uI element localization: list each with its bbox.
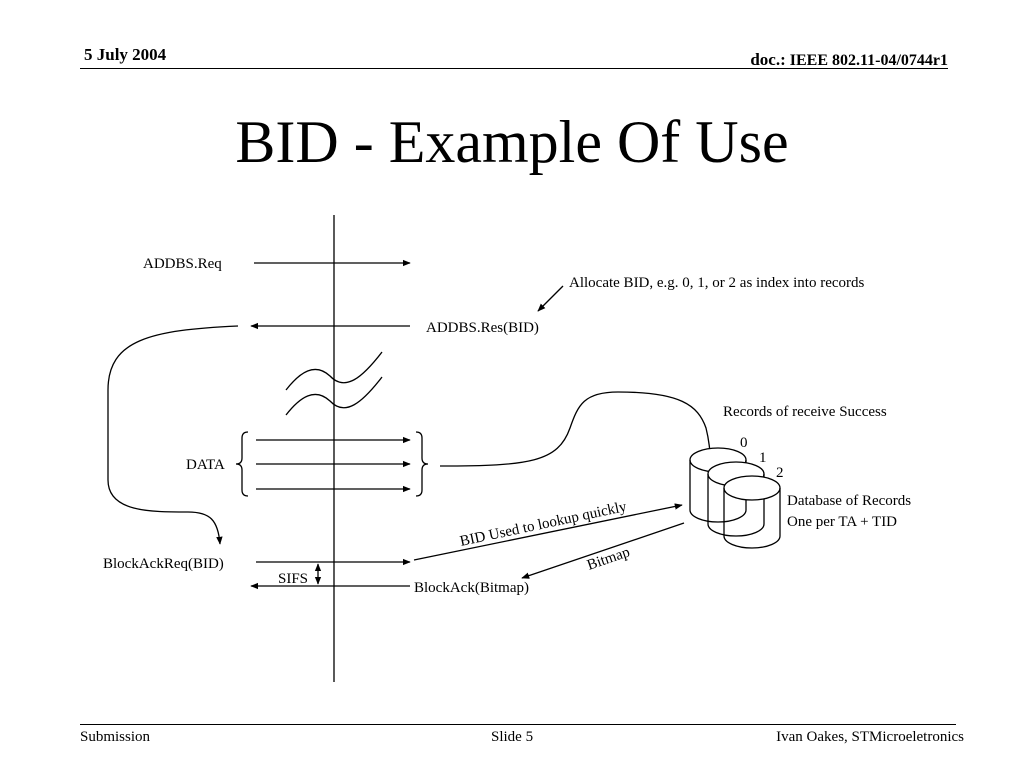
blockack-label: BlockAck(Bitmap) — [414, 580, 529, 596]
database-label-line2: One per TA + TID — [787, 514, 897, 530]
header-doc-number: IEEE 802.11-04/0744r1 — [789, 52, 948, 69]
record-index-0: 0 — [740, 435, 748, 451]
allocate-pointer-arrow — [537, 285, 564, 312]
cylinder-record-2 — [723, 475, 781, 549]
data-to-records-curve — [439, 391, 714, 467]
slide-title: BID - Example Of Use — [235, 109, 789, 175]
allocate-note-label: Allocate BID, e.g. 0, 1, or 2 as index i… — [569, 275, 865, 291]
database-label-line1: Database of Records — [787, 493, 911, 509]
footer-rule — [80, 724, 956, 725]
blockackreq-label: BlockAckReq(BID) — [103, 556, 224, 572]
addbs-res-label: ADDBS.Res(BID) — [426, 320, 539, 336]
data-left-brace — [235, 431, 249, 497]
footer-slide-number: Slide 5 — [491, 729, 534, 745]
footer-author: Ivan Oakes, STMicroeletronics — [776, 729, 964, 745]
header-doc-prefix: doc.: — [750, 50, 786, 69]
sifs-label: SIFS — [278, 571, 308, 587]
res-to-blockackreq-curve — [107, 325, 239, 545]
footer-submission: Submission — [80, 729, 151, 745]
time-break-wave-upper — [285, 351, 383, 391]
header-doc-id: doc.: IEEE 802.11-04/0744r1 — [750, 50, 948, 70]
record-index-2: 2 — [776, 465, 784, 481]
database-cylinders — [689, 447, 781, 549]
header-date: 5 July 2004 — [84, 45, 167, 64]
bid-lookup-arrow — [413, 503, 683, 561]
data-label: DATA — [186, 457, 225, 473]
data-right-brace — [415, 431, 429, 497]
time-break-wave-lower — [285, 376, 383, 416]
header-rule — [80, 68, 948, 69]
record-index-1: 1 — [759, 450, 767, 466]
bitmap-arrow — [521, 522, 685, 579]
bid-lookup-label: BID Used to lookup quickly — [459, 499, 629, 550]
addbs-req-label: ADDBS.Req — [143, 256, 222, 272]
records-title-label: Records of receive Success — [723, 404, 887, 420]
